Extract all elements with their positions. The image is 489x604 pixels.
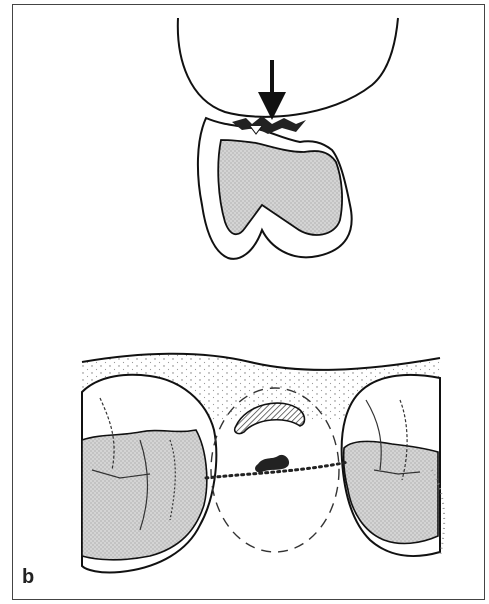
lower-occlusal-view (82, 354, 444, 573)
panel-label: b (22, 566, 34, 589)
opposing-cusp (178, 18, 398, 117)
right-molar-restoration (344, 441, 438, 543)
upper-cross-section (178, 18, 398, 259)
